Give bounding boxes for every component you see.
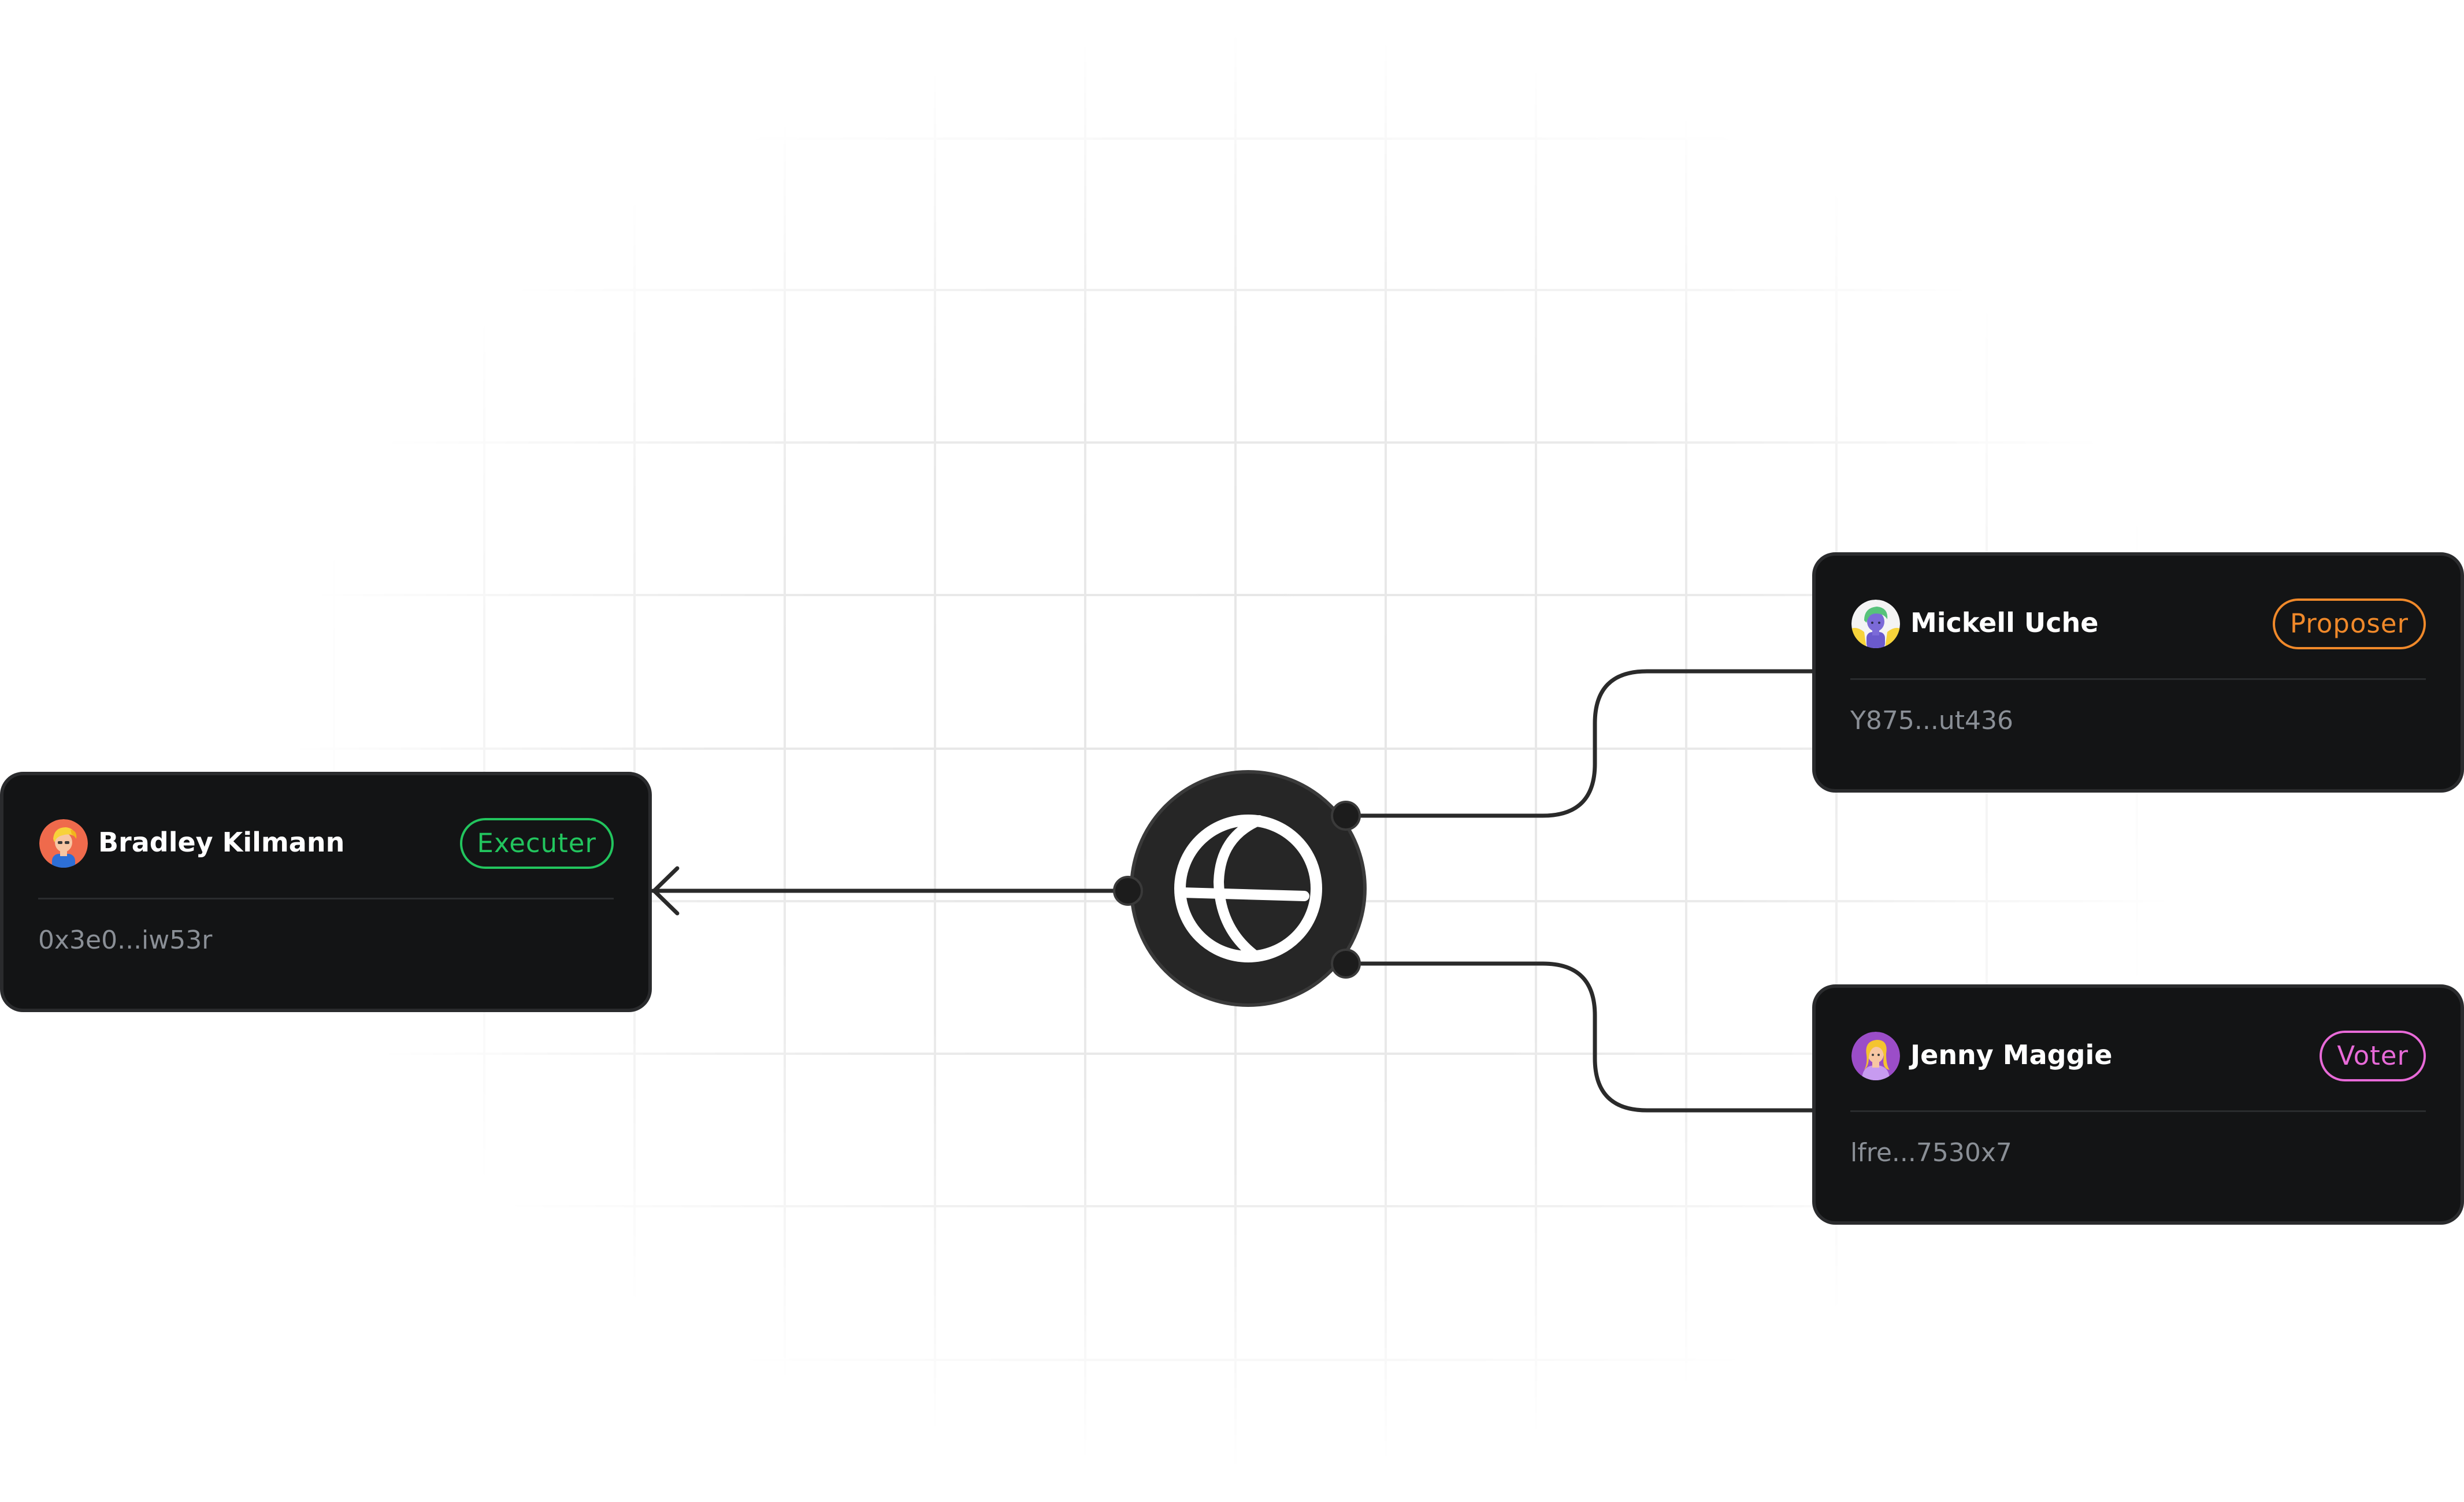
male-avatar-icon xyxy=(39,819,88,868)
female-avatar-icon xyxy=(1851,1032,1900,1080)
hub-port-left[interactable] xyxy=(1113,876,1143,906)
male-avatar-icon xyxy=(1851,600,1900,648)
connector-voter-to-hub xyxy=(1344,961,1817,1113)
voter-role-badge: Voter xyxy=(2320,1031,2426,1081)
voter-name: Jenny Maggie xyxy=(1910,1039,2113,1070)
connector-proposer-to-hub xyxy=(1344,669,1817,818)
voter-card[interactable]: Jenny Maggie Voter lfre...7530x7 xyxy=(1812,984,2464,1225)
hub-port-bottom-right[interactable] xyxy=(1331,949,1361,979)
executer-card-header: Bradley Kilmann Executer xyxy=(38,775,614,899)
proposer-card[interactable]: Mickell Uche Proposer Y875...ut436 xyxy=(1812,552,2464,793)
hub-node[interactable] xyxy=(1130,770,1367,1007)
proposer-address: Y875...ut436 xyxy=(1850,706,2013,735)
voter-card-header: Jenny Maggie Voter xyxy=(1850,988,2426,1112)
executer-role-badge: Executer xyxy=(459,818,614,869)
proposer-role-badge: Proposer xyxy=(2272,598,2426,649)
executer-card[interactable]: Bradley Kilmann Executer 0x3e0...iw53r xyxy=(0,772,652,1012)
proposer-name: Mickell Uche xyxy=(1910,607,2099,638)
executer-address: 0x3e0...iw53r xyxy=(38,925,213,955)
voter-address: lfre...7530x7 xyxy=(1850,1138,2012,1168)
hub-logo-icon xyxy=(1174,815,1322,962)
executer-name: Bradley Kilmann xyxy=(98,827,345,858)
proposer-card-header: Mickell Uche Proposer xyxy=(1850,556,2426,680)
hub-port-top-right[interactable] xyxy=(1331,801,1361,831)
arrowhead-icon xyxy=(652,866,680,916)
